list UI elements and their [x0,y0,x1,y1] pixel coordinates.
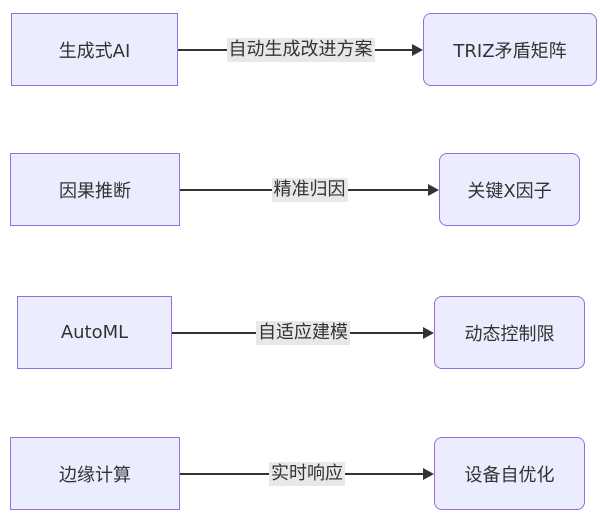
flow-row: 边缘计算 实时响应 设备自优化 [0,437,600,510]
edge-label: 自动生成改进方案 [226,37,375,62]
edge: 自动生成改进方案 [178,13,423,86]
edge: 精准归因 [180,153,439,226]
arrowhead-icon [423,467,434,480]
edge: 实时响应 [180,437,434,510]
arrowhead-icon [412,43,423,56]
edge: 自适应建模 [172,296,434,369]
source-node: AutoML [17,296,172,369]
edge-label: 精准归因 [271,177,348,202]
source-node: 因果推断 [10,153,180,226]
target-node: 动态控制限 [434,296,585,369]
target-node: 关键X因子 [439,153,580,226]
flow-row: 因果推断 精准归因 关键X因子 [0,153,600,226]
edge-label: 自适应建模 [256,320,350,345]
edge-label: 实时响应 [269,461,345,486]
target-node: TRIZ矛盾矩阵 [423,13,597,86]
target-node: 设备自优化 [434,437,585,510]
flow-row: 生成式AI 自动生成改进方案 TRIZ矛盾矩阵 [0,13,600,86]
arrowhead-icon [423,326,434,339]
flow-row: AutoML 自适应建模 动态控制限 [0,296,600,369]
source-node: 生成式AI [11,13,178,86]
source-node: 边缘计算 [10,437,180,510]
arrowhead-icon [428,183,439,196]
